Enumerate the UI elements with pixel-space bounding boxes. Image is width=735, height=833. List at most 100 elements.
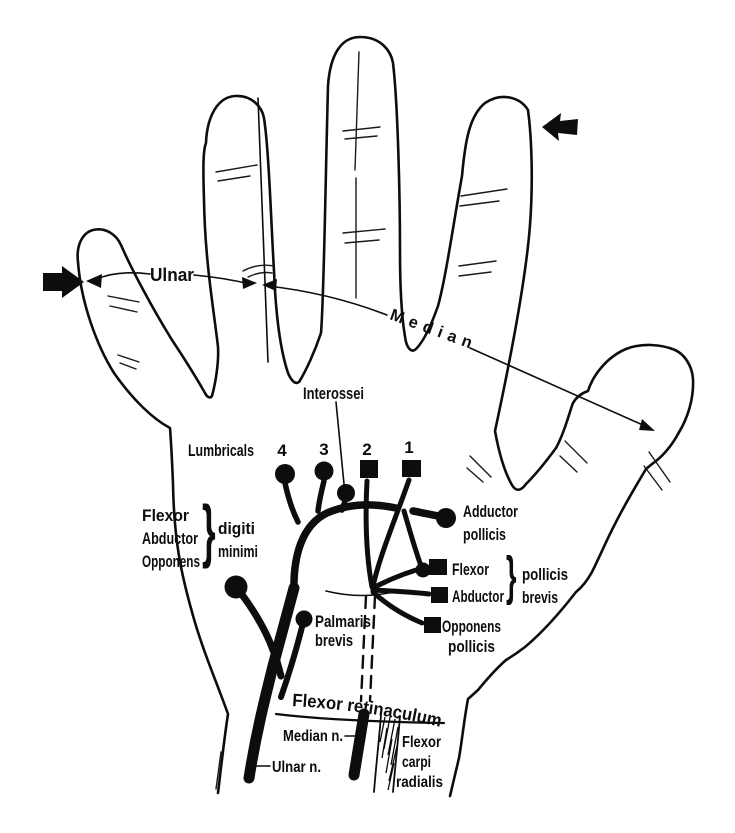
lumbricals-label: Lumbricals bbox=[188, 441, 254, 460]
index-finger-crease bbox=[459, 200, 500, 207]
palmaris-brevis-marker-circle bbox=[295, 610, 313, 628]
median-branch-flexor-pollicis-brevis bbox=[370, 564, 430, 591]
lumbrical-1-number: 1 bbox=[404, 438, 413, 457]
flexor-retinaculum-line bbox=[274, 712, 446, 725]
lumbrical-3-marker-circle bbox=[314, 461, 334, 481]
palmaris-brevis-branch bbox=[278, 624, 305, 700]
hypothenar-marker-circle bbox=[224, 575, 248, 599]
median-nerve bbox=[325, 460, 448, 781]
hypothenar-opponens-label: Opponens bbox=[142, 552, 200, 571]
middle-finger-crease bbox=[344, 135, 378, 140]
ulnar-arrowhead-little-finger bbox=[86, 274, 102, 288]
lumbrical-1-marker-square bbox=[402, 460, 421, 477]
lumbrical-2-number: 2 bbox=[362, 440, 371, 459]
lumbrical-3-number: 3 bbox=[319, 440, 328, 459]
median-arrowhead-thumb bbox=[639, 419, 655, 431]
ulnar-arrow-line-right bbox=[193, 274, 251, 285]
thumb-crease bbox=[648, 451, 671, 483]
median-branch-lumbrical-1 bbox=[370, 477, 412, 589]
adductor-pollicis-label-line2: pollicis bbox=[463, 525, 506, 544]
median-hidden-course-dash-right bbox=[368, 594, 377, 703]
pollicis-brevis-label-line1: pollicis bbox=[522, 565, 568, 584]
median-arrow-line-a bbox=[267, 285, 388, 316]
thenar-flexor-label: Flexor bbox=[452, 560, 489, 579]
fcr-label-line1: Flexor bbox=[402, 734, 441, 751]
digiti-minimi-label-line2: minimi bbox=[218, 542, 258, 561]
ulnar-deep-branch-continuation bbox=[409, 507, 442, 520]
opponens-pollicis-label-line1: Opponens bbox=[442, 617, 501, 636]
middle-finger-line bbox=[354, 51, 360, 171]
palmaris-brevis-label-line2: brevis bbox=[315, 631, 353, 650]
abductor-pollicis-brevis-marker-square bbox=[431, 587, 448, 603]
index-finger-block-arrow bbox=[542, 113, 578, 141]
hypothenar-flexor-label: Flexor bbox=[142, 506, 189, 525]
wrist-sketch-line bbox=[215, 751, 222, 790]
lumbrical-4-marker-circle bbox=[275, 464, 295, 484]
ulnar-nerve-trunk bbox=[243, 582, 300, 784]
ring-finger-crease bbox=[247, 271, 273, 278]
median-branch-opponens-pollicis bbox=[370, 589, 425, 626]
ulnar-deep-branch bbox=[290, 501, 400, 596]
labels: Interossei Lumbricals 4 3 2 1 Flexor Abd… bbox=[142, 384, 568, 791]
little-finger-crease bbox=[109, 305, 138, 313]
median-branch-lumbrical-2 bbox=[363, 478, 375, 590]
ulnar-nerve-label: Ulnar bbox=[150, 265, 194, 285]
index-finger-crease bbox=[458, 271, 492, 277]
opponens-pollicis-marker-square bbox=[424, 617, 441, 633]
wrist-structures bbox=[252, 712, 446, 793]
flexor-pollicis-brevis-marker-square bbox=[429, 559, 447, 575]
ulnar-arrowhead-ring-finger bbox=[242, 277, 257, 289]
palmaris-brevis-label-line1: Palmaris bbox=[315, 612, 371, 631]
hypothenar-branch bbox=[239, 592, 285, 680]
palm-crease bbox=[469, 455, 492, 478]
little-finger-crease bbox=[107, 295, 140, 303]
fcr-tendon-right-edge bbox=[392, 715, 401, 793]
median-arrowhead-ring-finger bbox=[262, 279, 277, 291]
hand bbox=[76, 35, 695, 798]
median-nerve-label: Median bbox=[388, 306, 475, 352]
lumbrical-2-marker-square bbox=[360, 460, 378, 478]
ulnar-arrow-line-left bbox=[96, 272, 151, 280]
lumbrical-3-stem bbox=[315, 478, 327, 514]
ring-finger-crease bbox=[215, 164, 258, 173]
ulnar-n-label: Ulnar n. bbox=[272, 759, 321, 776]
index-finger-crease bbox=[458, 260, 497, 267]
lumbrical-4-number: 4 bbox=[277, 441, 287, 460]
median-branch-abductor-pollicis-brevis bbox=[370, 587, 432, 597]
fcr-tendon-left-edge bbox=[373, 714, 382, 793]
pollicis-brevis-label-line2: brevis bbox=[522, 588, 558, 607]
territory-annotations: Ulnar Median bbox=[43, 97, 655, 431]
interossei-label: Interossei bbox=[303, 384, 364, 403]
hypothenar-brace: } bbox=[202, 491, 216, 569]
median-hidden-course-dash-left bbox=[359, 594, 368, 703]
little-finger-crease bbox=[117, 354, 140, 363]
thenar-brace: } bbox=[506, 546, 517, 607]
thenar-crease bbox=[564, 440, 588, 464]
finger-creases bbox=[107, 51, 671, 491]
interossei-stem bbox=[339, 498, 348, 513]
lumbrical-4-stem bbox=[282, 480, 301, 525]
thumb-crease bbox=[643, 465, 663, 491]
middle-finger-crease bbox=[342, 126, 381, 132]
fcr-label-line2: carpi bbox=[402, 754, 431, 771]
interossei-leader-line bbox=[335, 401, 345, 485]
little-finger-block-arrow bbox=[43, 266, 84, 298]
adductor-pollicis-marker-circle bbox=[436, 508, 456, 528]
thenar-abductor-label: Abductor bbox=[452, 587, 504, 606]
hand-outline bbox=[76, 35, 695, 798]
hypothenar-abductor-label: Abductor bbox=[142, 529, 198, 548]
fcr-tendon-hatching bbox=[379, 716, 399, 791]
ring-finger-division-line bbox=[257, 97, 269, 363]
median-nerve-trunk bbox=[348, 708, 370, 781]
palm-crease bbox=[466, 467, 484, 483]
little-finger-crease bbox=[119, 362, 137, 370]
ring-finger-crease bbox=[242, 264, 275, 272]
ring-finger-crease bbox=[217, 175, 251, 182]
adductor-pollicis-label-line1: Adductor bbox=[463, 502, 518, 521]
median-n-label: Median n. bbox=[283, 728, 343, 745]
opponens-pollicis-label-line2: pollicis bbox=[448, 637, 495, 656]
flexor-pollicis-brevis-ulnar-stem bbox=[401, 508, 423, 566]
fcr-label-line3: radialis bbox=[396, 774, 443, 791]
interossei-marker-circle bbox=[337, 484, 355, 502]
